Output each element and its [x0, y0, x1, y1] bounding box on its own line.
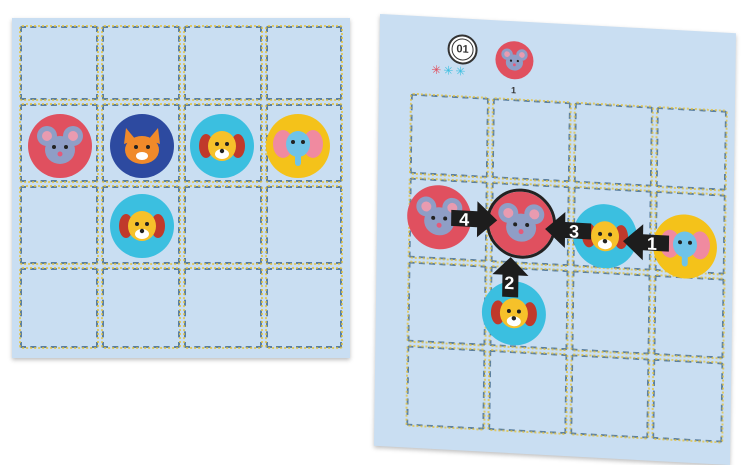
- mouse-icon: [32, 118, 88, 174]
- level-number: 01: [456, 43, 468, 56]
- dog-icon: [194, 118, 250, 174]
- dog-icon: [114, 198, 170, 254]
- grid-cell[interactable]: [20, 186, 98, 264]
- grid-cell[interactable]: [407, 262, 486, 346]
- move-arrow-2: 2: [490, 254, 531, 300]
- goal-mouse-token: [495, 40, 534, 80]
- move-arrow-3: 3: [543, 209, 594, 252]
- grid-cell[interactable]: [184, 186, 262, 264]
- grid-cell[interactable]: [653, 275, 724, 359]
- mouse-icon: [498, 43, 530, 77]
- grid-cell[interactable]: [184, 26, 262, 100]
- grid-cell[interactable]: [102, 268, 180, 348]
- grid-cell[interactable]: [266, 268, 342, 348]
- cat-icon: [114, 118, 170, 174]
- right-game-board: 01 ✳✳✳ 1 1 2 3: [374, 14, 736, 465]
- grid-cell[interactable]: [410, 94, 489, 178]
- move-number: 4: [459, 209, 469, 230]
- elephant-token[interactable]: [266, 114, 330, 178]
- dog-token[interactable]: [110, 194, 174, 258]
- grid-cell[interactable]: [652, 359, 723, 443]
- grid-cell[interactable]: [492, 98, 571, 182]
- grid-cell[interactable]: [406, 346, 485, 430]
- level-badge: 01: [447, 34, 477, 66]
- left-game-board: [12, 18, 350, 358]
- grid-cell[interactable]: [102, 26, 180, 100]
- move-arrow-4: 4: [449, 198, 500, 241]
- grid-cell[interactable]: [20, 26, 98, 100]
- progress-dots: ✳✳✳: [431, 63, 467, 79]
- mouse-token[interactable]: [28, 114, 92, 178]
- grid-cell[interactable]: [184, 268, 262, 348]
- grid-cell[interactable]: [266, 186, 342, 264]
- elephant-icon: [270, 118, 326, 174]
- grid-cell[interactable]: [266, 26, 342, 100]
- grid-cell[interactable]: [574, 103, 653, 187]
- goal-count: 1: [511, 85, 516, 95]
- grid-cell[interactable]: [656, 107, 727, 191]
- move-number: 1: [647, 233, 657, 254]
- cat-token[interactable]: [110, 114, 174, 178]
- grid-cell[interactable]: [20, 268, 98, 348]
- grid-cell[interactable]: [570, 354, 649, 438]
- grid-cell[interactable]: [488, 350, 567, 434]
- move-number: 2: [504, 273, 514, 294]
- grid-cell[interactable]: [571, 270, 650, 354]
- dog-token[interactable]: [190, 114, 254, 178]
- move-arrow-1: 1: [621, 221, 672, 264]
- move-number: 3: [569, 221, 579, 242]
